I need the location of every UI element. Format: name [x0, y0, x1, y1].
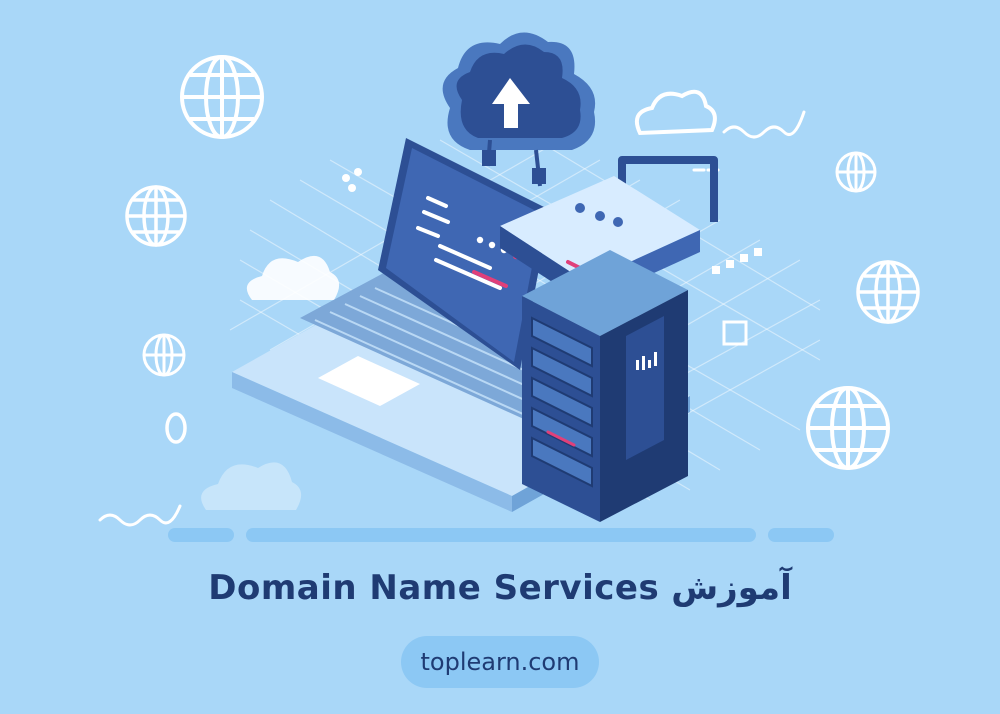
keyboard — [314, 287, 606, 425]
globe-icon — [142, 333, 186, 377]
cloud-icon — [635, 89, 717, 136]
title-persian: آموزش — [671, 568, 792, 608]
upload-arrow-icon — [492, 78, 530, 128]
rack-display — [636, 352, 657, 370]
cloud-upload-icon — [442, 32, 596, 187]
cloud-icon — [201, 462, 302, 510]
globe-icon — [125, 185, 187, 247]
screen-code-lines — [416, 196, 502, 290]
dots-decoration — [342, 168, 762, 346]
rack-bays — [531, 316, 593, 488]
globe-icon — [835, 151, 877, 193]
squiggle-decoration — [98, 110, 806, 527]
globe-icon — [180, 55, 264, 139]
page-title: Domain Name Services آموزش — [0, 568, 1000, 608]
title-english: Domain Name Services — [208, 568, 660, 608]
cloud-icon — [246, 255, 340, 300]
site-badge[interactable]: toplearn.com — [401, 636, 599, 688]
server-rack-icon — [522, 250, 688, 522]
globe-icon — [806, 386, 890, 470]
globe-icon — [856, 260, 920, 324]
ring-decoration — [165, 412, 187, 444]
site-url: toplearn.com — [420, 648, 580, 676]
floor-bars — [168, 528, 834, 542]
